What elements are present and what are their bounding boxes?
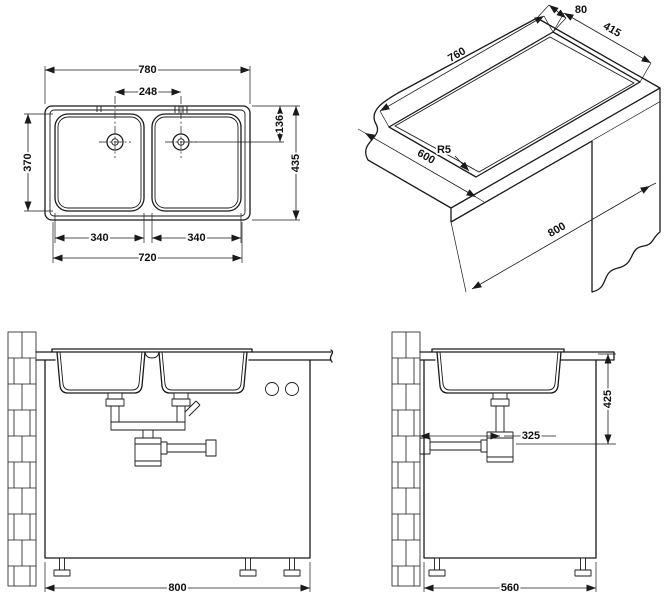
leg-stem (245, 557, 251, 571)
dim-line-back-edge (548, 4, 567, 19)
bowl-divider (144, 351, 160, 359)
view-front-elevation: 800 (7, 331, 334, 596)
cabinet-side-panel (591, 102, 661, 293)
left-bowl (54, 113, 145, 212)
bottle-trap-detail (135, 443, 161, 462)
view-isometric: 80 415 760 600 800 R5 (357, 2, 661, 293)
dim-cabinet-depth: 560 (501, 582, 519, 594)
cabinet-outline (44, 359, 311, 559)
sink-rim-profile (431, 348, 565, 353)
left-strainer (107, 392, 123, 400)
leg-foot (574, 569, 592, 577)
dim-line-cutout-width (379, 15, 545, 112)
right-tailpipe-nut (171, 398, 191, 407)
dim-worktop-height: 800 (546, 220, 568, 240)
wall-brick-joints (397, 332, 415, 586)
strainer (492, 392, 508, 400)
trap-inlet (142, 429, 154, 439)
dim-bowl-length: 370 (22, 153, 34, 171)
left-tailpipe (110, 405, 120, 423)
dim-right-bowl-width: 340 (187, 232, 205, 244)
worktop-section (35, 349, 334, 363)
dim-overall-depth: 435 (290, 154, 302, 172)
overflow-stub (184, 400, 201, 417)
dim-left-bowl-width: 340 (90, 232, 108, 244)
waste-manifold-pipe (110, 421, 186, 431)
top-plan-extension-lines (24, 66, 300, 263)
bottle-trap (134, 437, 162, 467)
leg-foot (239, 569, 257, 577)
overflow-slots (96, 106, 188, 113)
wall-coupling (419, 437, 431, 455)
view-top-plan: 780 248 370 136 435 340 340 720 (20, 62, 304, 266)
bowl-section-inner (439, 351, 559, 391)
view-side-elevation: 325 425 560 (391, 331, 616, 596)
dim-drain-spacing: 248 (139, 86, 157, 98)
outlet-nut (160, 441, 168, 455)
leg-stem (59, 557, 65, 571)
left-tailpipe-nut (105, 398, 125, 407)
drain-centerlines (99, 96, 197, 158)
dim-line-worktop-height (471, 185, 651, 290)
dim-inner-width: 720 (138, 252, 156, 264)
radius-leader-line (454, 155, 470, 172)
leg-foot (428, 569, 446, 577)
tailpipe (495, 405, 505, 433)
leg-foot (283, 569, 301, 577)
leg-stem (580, 557, 586, 571)
dim-line-worktop-depth (364, 132, 477, 198)
leg-foot (53, 569, 71, 577)
mounting-hole-left (265, 382, 279, 396)
right-strainer (173, 392, 189, 400)
dim-waste-drop: 425 (602, 390, 614, 408)
dim-cabinet-width: 800 (168, 582, 186, 594)
dim-waste-offset: 325 (522, 430, 540, 442)
right-tailpipe (176, 405, 186, 423)
outlet-nut (480, 439, 488, 453)
bottle-trap (486, 431, 514, 463)
dim-line-cutout-depth (563, 12, 652, 64)
bowl-sections (56, 351, 248, 394)
dim-overall-width: 780 (138, 64, 156, 76)
outlet-pipe (429, 441, 482, 451)
worktop-section (419, 351, 615, 361)
right-bowl (151, 113, 242, 212)
sink-inner-rim (49, 109, 246, 217)
bowl-section (436, 351, 562, 394)
dim-corner-radius: R5 (437, 144, 451, 156)
tailpipe-nut (490, 398, 510, 407)
dim-cutout-depth: 415 (601, 20, 623, 40)
leg-stem (434, 557, 440, 571)
dim-drain-offset: 136 (274, 115, 286, 133)
outlet-coupling (205, 439, 217, 457)
sink-outer-rim (44, 105, 251, 221)
mounting-hole-right (285, 382, 299, 396)
right-bowl-inner (154, 116, 239, 209)
wall-brick-joints (13, 332, 31, 586)
left-bowl-inner (57, 116, 142, 209)
cabinet-outline (423, 359, 597, 559)
sink-rim-profile (51, 348, 253, 353)
leg-stem (289, 557, 295, 571)
dim-back-edge-distance: 80 (575, 4, 587, 16)
bowl-sections-inner (59, 351, 245, 391)
outlet-pipe (166, 443, 207, 453)
